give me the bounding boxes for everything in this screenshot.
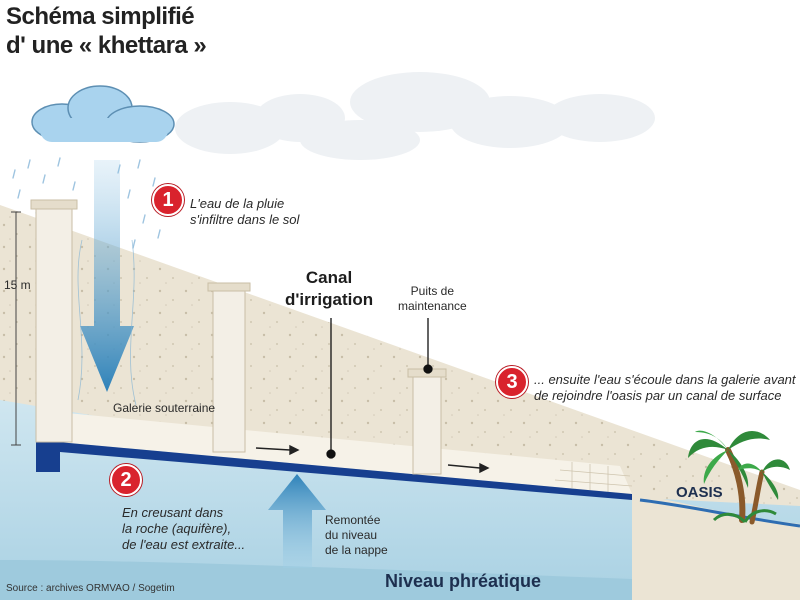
remontee-line-1: Remontée [325, 513, 381, 527]
leader-lines [326, 318, 433, 459]
step-3-line-1: ... ensuite l'eau s'écoule dans la galer… [534, 372, 796, 387]
step-1-line-2: s'infiltre dans le sol [190, 212, 300, 227]
step-1-line-1: L'eau de la pluie [190, 196, 285, 211]
step-1-text: L'eau de la pluie s'infiltre dans le sol [190, 196, 299, 228]
title-line-2: d' une « khettara » [6, 32, 207, 59]
canal-label-line-1: Canal [305, 268, 353, 287]
step-2-text: En creusant dans la roche (aquifère), de… [122, 505, 245, 553]
shaft-2 [207, 282, 251, 453]
diagram-title: Schéma simplifié d' une « khettara » [6, 2, 207, 60]
puits-label-line-2: maintenance [398, 299, 467, 313]
step-2-line-2: la roche (aquifère), [122, 521, 232, 536]
brick-canal [554, 462, 633, 492]
canal-label: Canal d'irrigation [285, 267, 373, 311]
puits-label: Puits de maintenance [398, 284, 467, 314]
step-3-badge: 3 [496, 366, 528, 398]
remontee-line-2: du niveau [325, 528, 378, 542]
background-clouds [175, 72, 655, 160]
depth-label: 15 m [4, 278, 31, 292]
flow-arrow-icon [255, 444, 490, 474]
rain-cloud-icon [31, 85, 175, 143]
step-2-badge: 2 [110, 464, 142, 496]
canal-label-line-2: d'irrigation [285, 290, 374, 309]
remontee-line-3: de la nappe [325, 543, 388, 557]
step-2-line-1: En creusant dans [122, 505, 224, 520]
title-line-1: Schéma simplifié [6, 3, 195, 30]
remontee-label: Remontée du niveau de la nappe [325, 513, 388, 558]
palm-tree-icon [688, 430, 790, 525]
water-rise-arrow-icon [268, 474, 326, 568]
step-1-badge: 1 [152, 184, 184, 216]
step-3-text: ... ensuite l'eau s'écoule dans la galer… [534, 372, 796, 404]
step-2-line-3: de l'eau est extraite... [122, 537, 246, 552]
niveau-phreatique-label: Niveau phréatique [385, 571, 542, 591]
water-channel [36, 440, 632, 500]
infiltration-arrow-icon [80, 160, 134, 392]
oasis-label: OASIS [676, 484, 723, 501]
galerie-label: Galerie souterraine [113, 401, 216, 415]
puits-label-line-1: Puits de [410, 284, 455, 298]
shaft-3 [407, 368, 447, 475]
depth-marker [11, 211, 21, 446]
step-3-line-2: de rejoindre l'oasis par un canal de sur… [534, 388, 782, 403]
source-credit: Source : archives ORMVAO / Sogetim [6, 583, 175, 594]
shaft-1 [30, 199, 78, 443]
